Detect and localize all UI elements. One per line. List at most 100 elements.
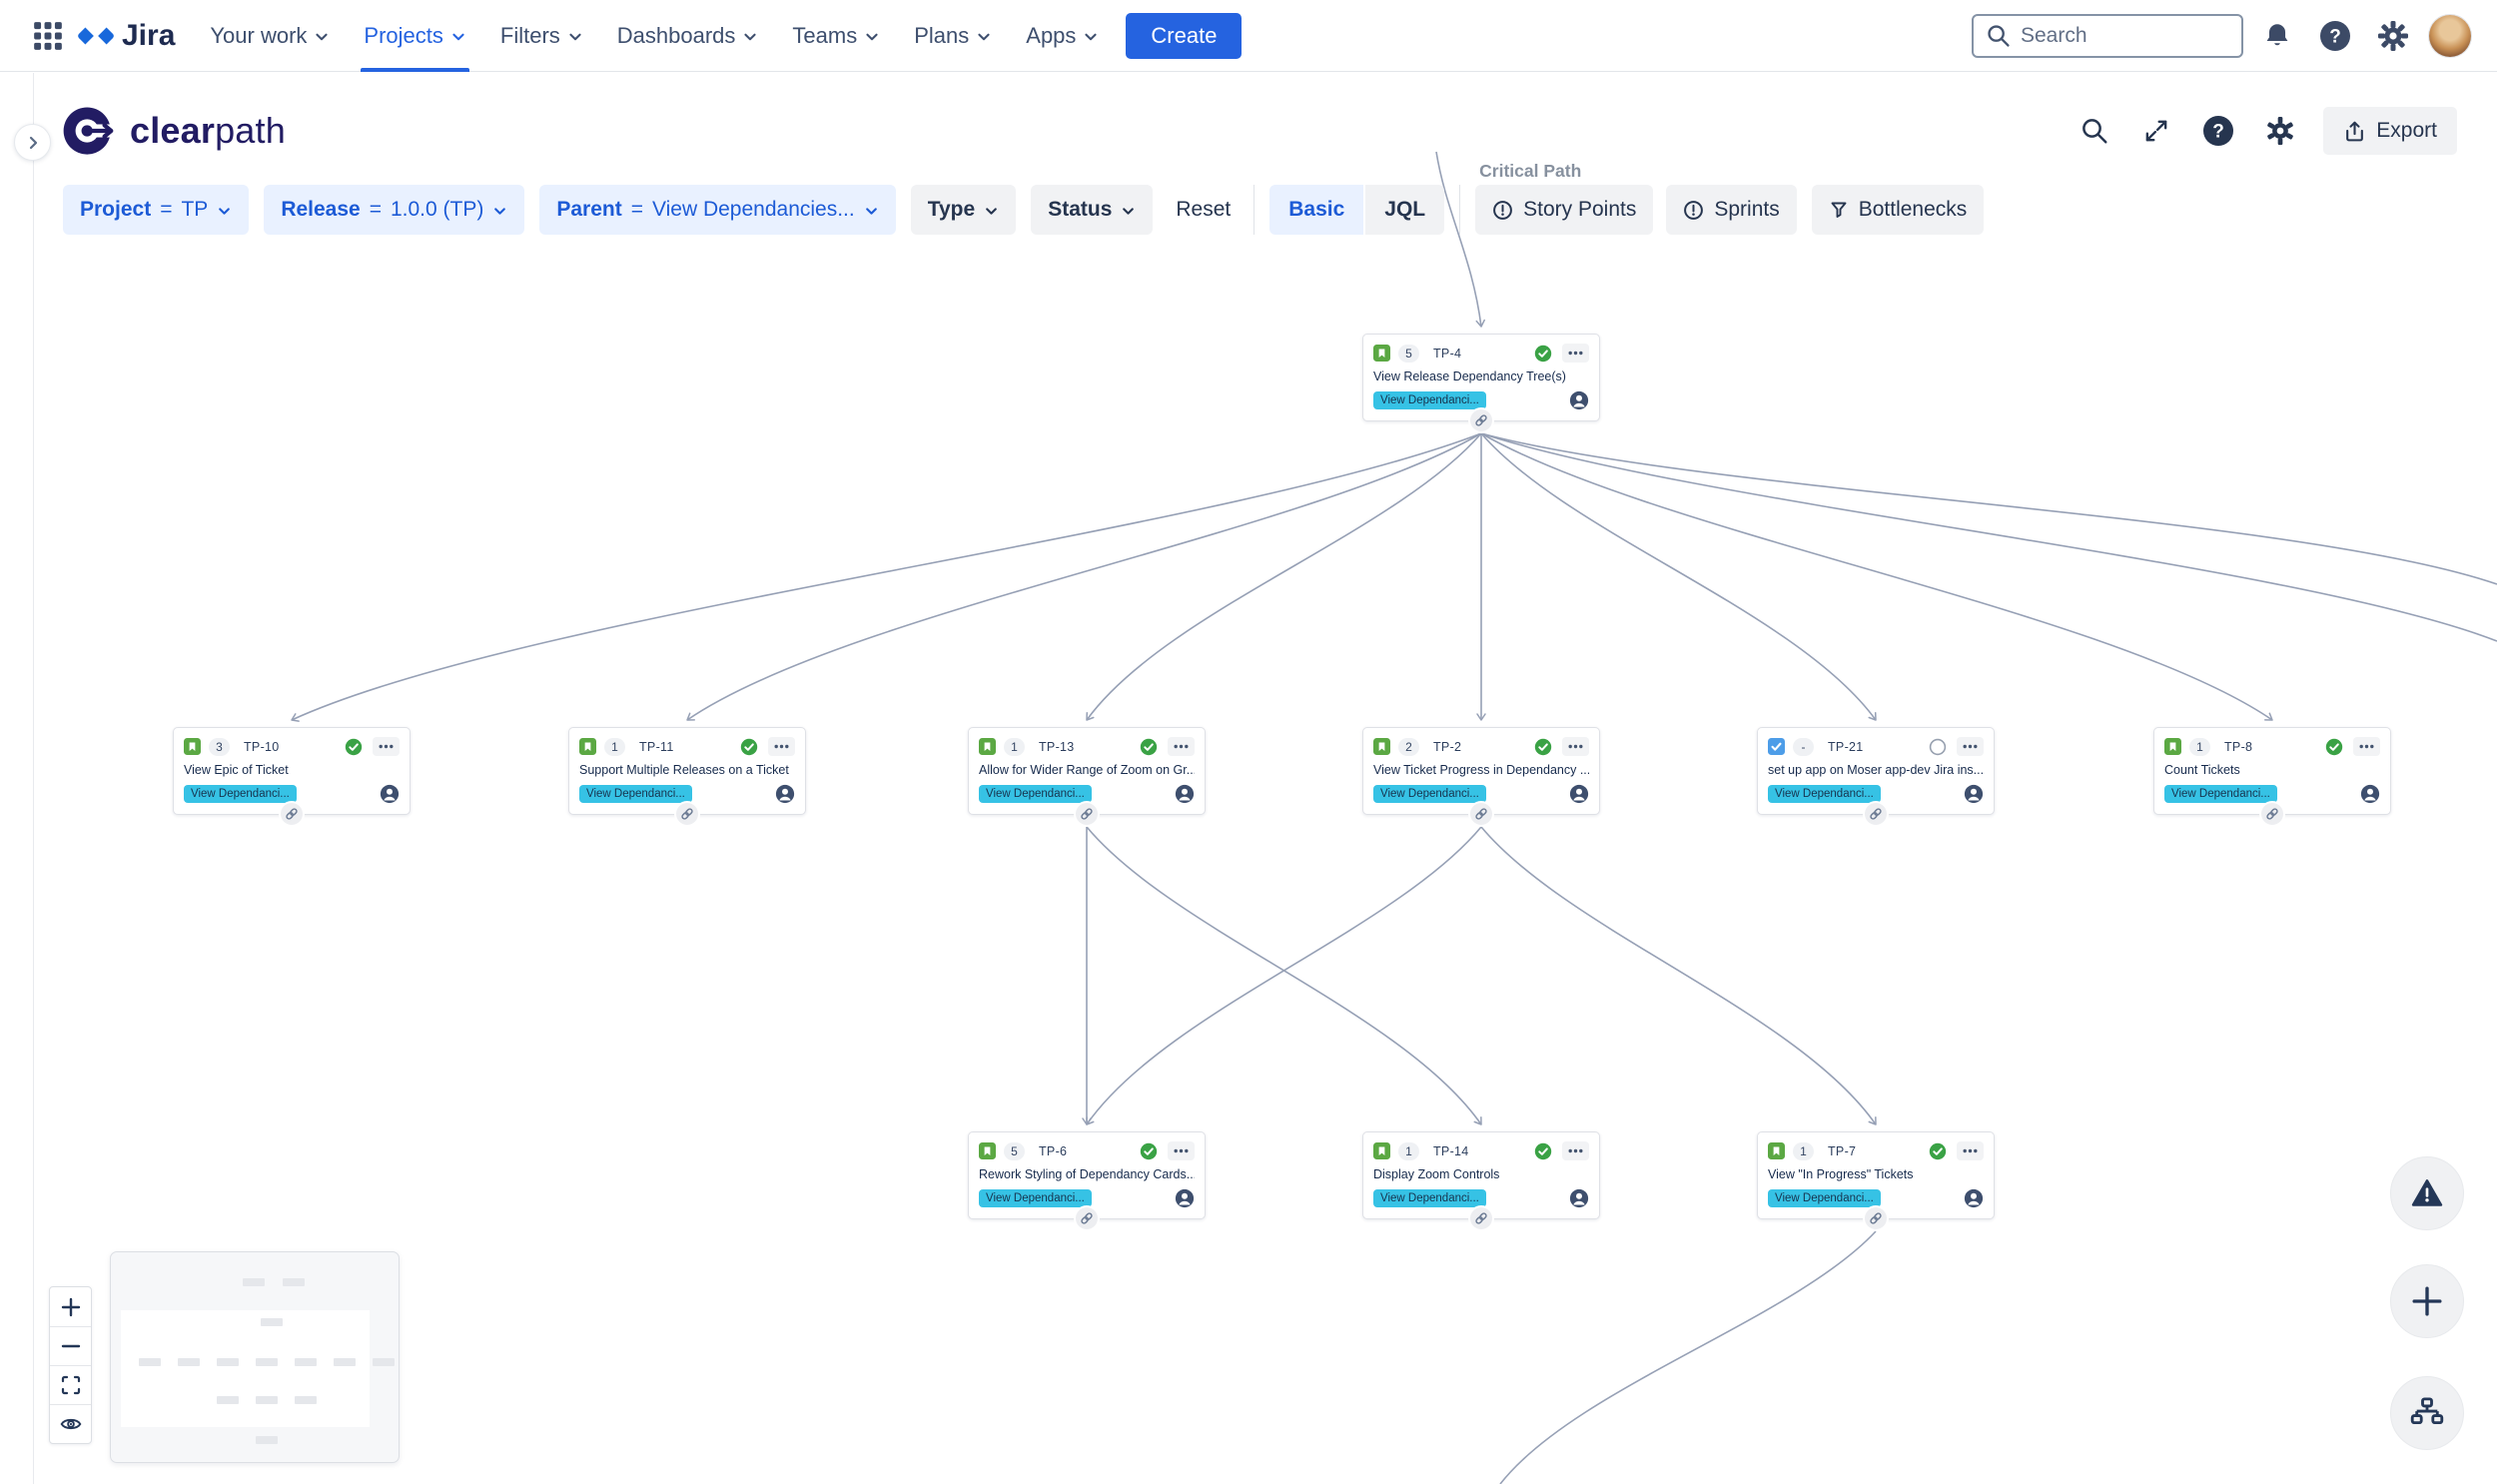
link-icon	[286, 808, 298, 820]
ticket-card-tp-13[interactable]: 1 TP-13 Allow for Wider Range of Zoom on…	[968, 727, 1206, 825]
assignee-avatar-icon[interactable]	[380, 784, 400, 804]
status-done-icon	[1929, 1142, 1947, 1160]
story-points-badge: 2	[1398, 737, 1419, 756]
ticket-card-tp-14[interactable]: 1 TP-14 Display Zoom Controls View Depen…	[1362, 1131, 1600, 1229]
export-share-icon	[2346, 121, 2364, 141]
card-menu-button[interactable]	[768, 737, 795, 756]
assignee-avatar-icon[interactable]	[1964, 784, 1984, 804]
dependency-link-handle[interactable]	[1076, 803, 1098, 825]
filter-dropdown-type[interactable]: Type	[910, 185, 1017, 235]
filter-chip-parent[interactable]: Parent=View Dependancies...	[539, 185, 896, 235]
graph-search-icon[interactable]	[2070, 106, 2119, 156]
assignee-avatar-icon[interactable]	[1569, 390, 1589, 410]
card-menu-button[interactable]	[1562, 737, 1589, 756]
dependency-link-handle[interactable]	[1865, 1207, 1887, 1229]
story-points-button[interactable]: Story Points	[1475, 185, 1654, 235]
card-menu-button[interactable]	[1957, 1141, 1984, 1160]
ticket-card-tp-11[interactable]: 1 TP-11 Support Multiple Releases on a T…	[568, 727, 806, 825]
nav-item-dashboards[interactable]: Dashboards	[600, 0, 776, 72]
user-avatar[interactable]	[2429, 14, 2471, 57]
card-menu-button[interactable]	[1562, 344, 1589, 363]
dependency-link-handle[interactable]	[1470, 803, 1492, 825]
dependency-edge-TP-4-TP-10	[291, 432, 1482, 722]
dependency-link-handle[interactable]	[281, 803, 303, 825]
nav-item-plans[interactable]: Plans	[897, 0, 1009, 72]
zoom-in-button[interactable]	[50, 1287, 91, 1326]
auto-layout-button[interactable]	[2390, 1376, 2464, 1450]
sprints-button[interactable]: Sprints	[1666, 185, 1797, 235]
ticket-card-tp-6[interactable]: 5 TP-6 Rework Styling of Dependancy Card…	[968, 1131, 1206, 1229]
nav-item-your-work[interactable]: Your work	[193, 0, 347, 72]
notifications-bell-icon[interactable]	[2253, 12, 2301, 60]
app-switcher-grid-icon[interactable]	[26, 14, 70, 58]
status-done-icon	[740, 738, 758, 756]
ticket-card-tp-4[interactable]: 5 TP-4 View Release Dependancy Tree(s) V…	[1362, 334, 1600, 431]
card-menu-button[interactable]	[1168, 1141, 1195, 1160]
minimap-node	[243, 1278, 265, 1286]
bottlenecks-button[interactable]: Bottlenecks	[1811, 185, 1985, 235]
settings-gear-icon[interactable]	[2369, 12, 2417, 60]
dependency-link-handle[interactable]	[1076, 1207, 1098, 1229]
nav-item-apps[interactable]: Apps	[1009, 0, 1116, 72]
card-menu-button[interactable]	[1562, 1141, 1589, 1160]
toggle-visibility-button[interactable]	[50, 1404, 91, 1443]
nav-item-teams[interactable]: Teams	[775, 0, 897, 72]
ticket-key: TP-6	[1039, 1143, 1068, 1158]
add-node-button[interactable]	[2390, 1264, 2464, 1338]
fit-view-button[interactable]	[50, 1365, 91, 1404]
minimap-viewport[interactable]	[121, 1310, 370, 1427]
search-input[interactable]	[2021, 23, 2210, 48]
dependency-link-handle[interactable]	[2261, 803, 2283, 825]
card-menu-button[interactable]	[1168, 737, 1195, 756]
dependency-link-handle[interactable]	[1470, 409, 1492, 431]
ticket-card-tp-2[interactable]: 2 TP-2 View Ticket Progress in Dependanc…	[1362, 727, 1600, 825]
alert-circle-icon	[1493, 200, 1513, 220]
assignee-avatar-icon[interactable]	[1569, 1188, 1589, 1208]
ticket-card-tp-10[interactable]: 3 TP-10 View Epic of Ticket View Dependa…	[173, 727, 411, 825]
search-box[interactable]	[1972, 13, 2243, 58]
ticket-card-tp-21[interactable]: - TP-21 set up app on Moser app-dev Jira…	[1757, 727, 1995, 825]
jira-logo[interactable]: Jira	[78, 18, 175, 54]
dependency-link-handle[interactable]	[1865, 803, 1887, 825]
query-mode-toggle: Basic JQL	[1269, 185, 1445, 235]
nav-item-filters[interactable]: Filters	[483, 0, 600, 72]
minimap-node	[178, 1358, 200, 1366]
card-menu-button[interactable]	[373, 737, 400, 756]
filter-bar: Project=TP Release=1.0.0 (TP) Parent=Vie…	[63, 161, 1985, 235]
minimap[interactable]	[110, 1251, 400, 1463]
chevron-down-icon	[865, 207, 877, 215]
zoom-out-button[interactable]	[50, 1326, 91, 1365]
card-menu-button[interactable]	[2353, 737, 2380, 756]
ticket-card-tp-8[interactable]: 1 TP-8 Count Tickets View Dependanci...	[2153, 727, 2391, 825]
mode-basic-button[interactable]: Basic	[1269, 185, 1364, 235]
minimap-node	[256, 1358, 278, 1366]
dependency-link-handle[interactable]	[1470, 1207, 1492, 1229]
reset-filters-button[interactable]: Reset	[1168, 198, 1239, 222]
assignee-avatar-icon[interactable]	[775, 784, 795, 804]
plus-icon	[61, 1297, 80, 1316]
warnings-button[interactable]	[2390, 1156, 2464, 1230]
filter-dropdown-status[interactable]: Status	[1031, 185, 1154, 235]
help-icon[interactable]: ?	[2193, 106, 2243, 156]
assignee-avatar-icon[interactable]	[1175, 1188, 1195, 1208]
assignee-avatar-icon[interactable]	[1569, 784, 1589, 804]
ticket-label-tag: View Dependanci...	[184, 785, 297, 803]
assignee-avatar-icon[interactable]	[2360, 784, 2380, 804]
nav-item-projects[interactable]: Projects	[347, 0, 482, 72]
dependency-link-handle[interactable]	[676, 803, 698, 825]
create-button[interactable]: Create	[1126, 12, 1243, 59]
filter-chip-release[interactable]: Release=1.0.0 (TP)	[264, 185, 525, 235]
assignee-avatar-icon[interactable]	[1175, 784, 1195, 804]
filter-chip-project[interactable]: Project=TP	[63, 185, 250, 235]
fit-view-icon	[61, 1375, 80, 1395]
card-menu-button[interactable]	[1957, 737, 1984, 756]
export-button[interactable]: Export	[2323, 107, 2457, 155]
dependency-edge-TP-4-TP-11	[686, 432, 1482, 721]
ticket-card-tp-7[interactable]: 1 TP-7 View "In Progress" Tickets View D…	[1757, 1131, 1995, 1229]
assignee-avatar-icon[interactable]	[1964, 1188, 1984, 1208]
sidebar-expand-button[interactable]	[14, 124, 51, 161]
settings-gear-icon[interactable]	[2255, 106, 2305, 156]
help-icon[interactable]: ?	[2311, 12, 2359, 60]
expand-fullscreen-icon[interactable]	[2131, 106, 2181, 156]
mode-jql-button[interactable]: JQL	[1365, 185, 1445, 235]
